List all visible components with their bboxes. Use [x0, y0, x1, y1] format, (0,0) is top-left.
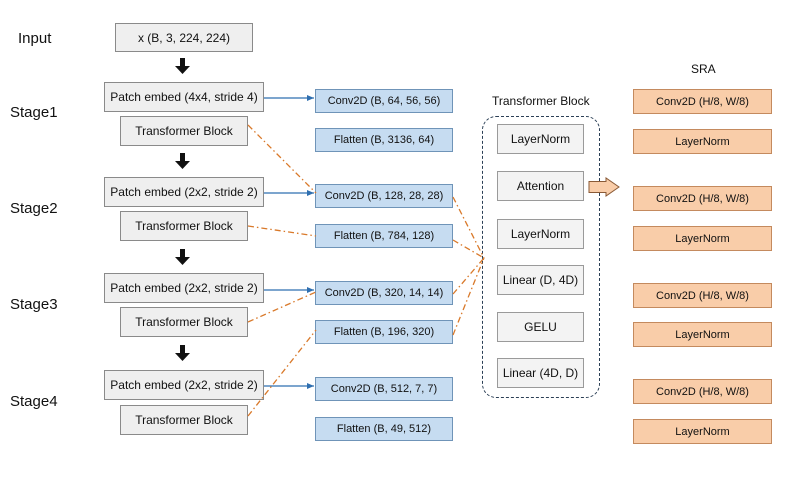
stage4-transformer-block: Transformer Block — [120, 405, 248, 435]
sra-title: SRA — [691, 62, 716, 76]
sra-layernorm-2: LayerNorm — [633, 226, 772, 251]
stage2-flatten: Flatten (B, 784, 128) — [315, 224, 453, 248]
sra-conv2d-2: Conv2D (H/8, W/8) — [633, 186, 772, 211]
stage1-flatten: Flatten (B, 3136, 64) — [315, 128, 453, 152]
tb-linear-4d-d: Linear (4D, D) — [497, 358, 584, 388]
sra-layernorm-3: LayerNorm — [633, 322, 772, 347]
stage2-patch-embed: Patch embed (2x2, stride 2) — [104, 177, 264, 207]
stage3-transformer-block: Transformer Block — [120, 307, 248, 337]
stage3-conv2d: Conv2D (B, 320, 14, 14) — [315, 281, 453, 305]
label-stage3: Stage3 — [10, 296, 58, 313]
dashdot-stage2-tb-to-conv — [247, 225, 317, 237]
tb-layernorm-2: LayerNorm — [497, 219, 584, 249]
tb-gelu: GELU — [497, 312, 584, 342]
down-arrow-stage2-stage3 — [175, 249, 190, 265]
dashdot-converge-2 — [452, 239, 485, 259]
label-stage2: Stage2 — [10, 200, 58, 217]
stage1-transformer-block: Transformer Block — [120, 116, 248, 146]
dashdot-converge-1 — [452, 196, 485, 259]
stage2-conv2d: Conv2D (B, 128, 28, 28) — [315, 184, 453, 208]
sra-layernorm-1: LayerNorm — [633, 129, 772, 154]
tb-linear-d-4d: Linear (D, 4D) — [497, 265, 584, 295]
transformer-block-title: Transformer Block — [492, 94, 590, 108]
sra-conv2d-3: Conv2D (H/8, W/8) — [633, 283, 772, 308]
stage4-patch-embed: Patch embed (2x2, stride 2) — [104, 370, 264, 400]
dashdot-converge-3 — [452, 257, 485, 295]
sra-layernorm-4: LayerNorm — [633, 419, 772, 444]
tb-attention: Attention — [497, 171, 584, 201]
dashdot-converge-4 — [452, 257, 485, 336]
label-stage1: Stage1 — [10, 104, 58, 121]
down-arrow-stage3-stage4 — [175, 345, 190, 361]
label-stage4: Stage4 — [10, 393, 58, 410]
stage3-flatten: Flatten (B, 196, 320) — [315, 320, 453, 344]
stage1-patch-embed: Patch embed (4x4, stride 4) — [104, 82, 264, 112]
stage1-conv2d: Conv2D (B, 64, 56, 56) — [315, 89, 453, 113]
stage2-transformer-block: Transformer Block — [120, 211, 248, 241]
stage4-flatten: Flatten (B, 49, 512) — [315, 417, 453, 441]
input-box: x (B, 3, 224, 224) — [115, 23, 253, 52]
down-arrow-input-stage1 — [175, 58, 190, 74]
transformer-block-container — [482, 116, 600, 398]
stage4-conv2d: Conv2D (B, 512, 7, 7) — [315, 377, 453, 401]
down-arrow-stage1-stage2 — [175, 153, 190, 169]
tb-layernorm-1: LayerNorm — [497, 124, 584, 154]
label-input: Input — [18, 30, 52, 47]
stage3-patch-embed: Patch embed (2x2, stride 2) — [104, 273, 264, 303]
sra-conv2d-4: Conv2D (H/8, W/8) — [633, 379, 772, 404]
sra-conv2d-1: Conv2D (H/8, W/8) — [633, 89, 772, 114]
